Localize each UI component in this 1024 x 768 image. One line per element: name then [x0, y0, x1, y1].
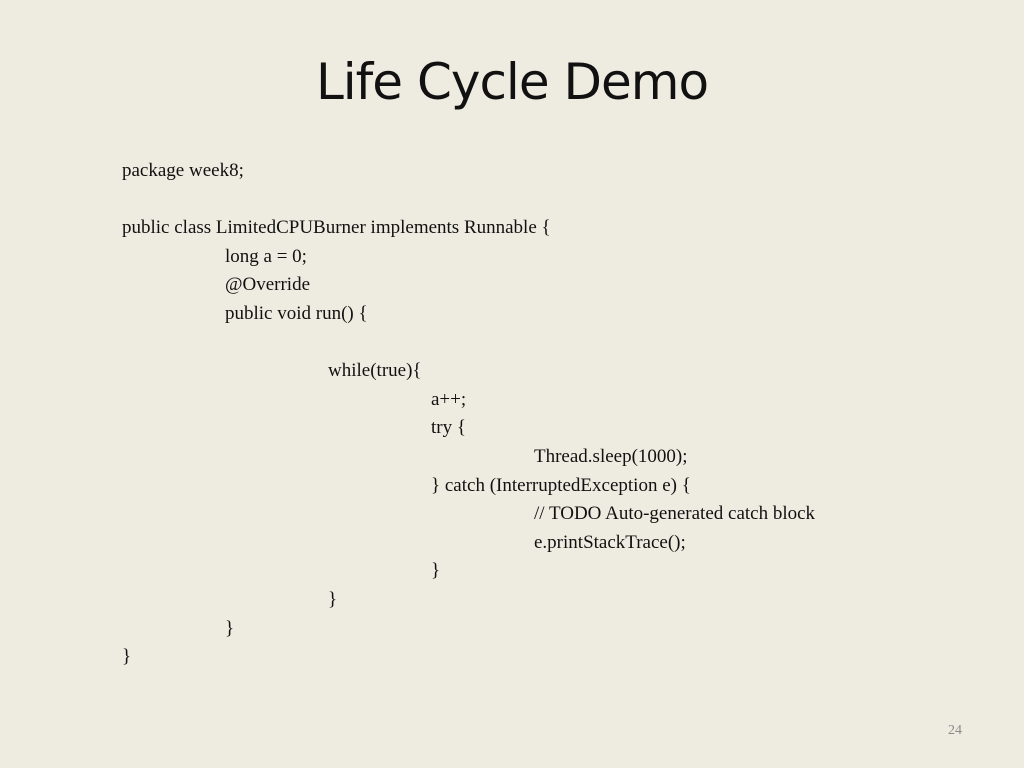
page-number: 24: [948, 723, 962, 738]
code-line: }: [431, 560, 441, 581]
code-line: }: [122, 646, 132, 667]
code-line: e.printStackTrace();: [534, 532, 686, 553]
code-line: try {: [431, 417, 466, 438]
code-line: } catch (InterruptedException e) {: [431, 475, 691, 496]
code-line: // TODO Auto-generated catch block: [534, 503, 816, 524]
code-line: Thread.sleep(1000);: [534, 446, 688, 467]
code-line: package week8;: [122, 160, 244, 181]
code-line: public void run() {: [225, 303, 368, 324]
code-line: public class LimitedCPUBurner implements…: [122, 217, 551, 238]
code-line: long a = 0;: [225, 246, 307, 267]
code-line: while(true){: [328, 360, 422, 381]
code-line: @Override: [225, 274, 311, 295]
code-line: }: [225, 618, 235, 639]
slide-title: Life Cycle Demo: [315, 53, 709, 111]
code-line: }: [328, 589, 338, 610]
code-line: a++;: [431, 389, 467, 410]
